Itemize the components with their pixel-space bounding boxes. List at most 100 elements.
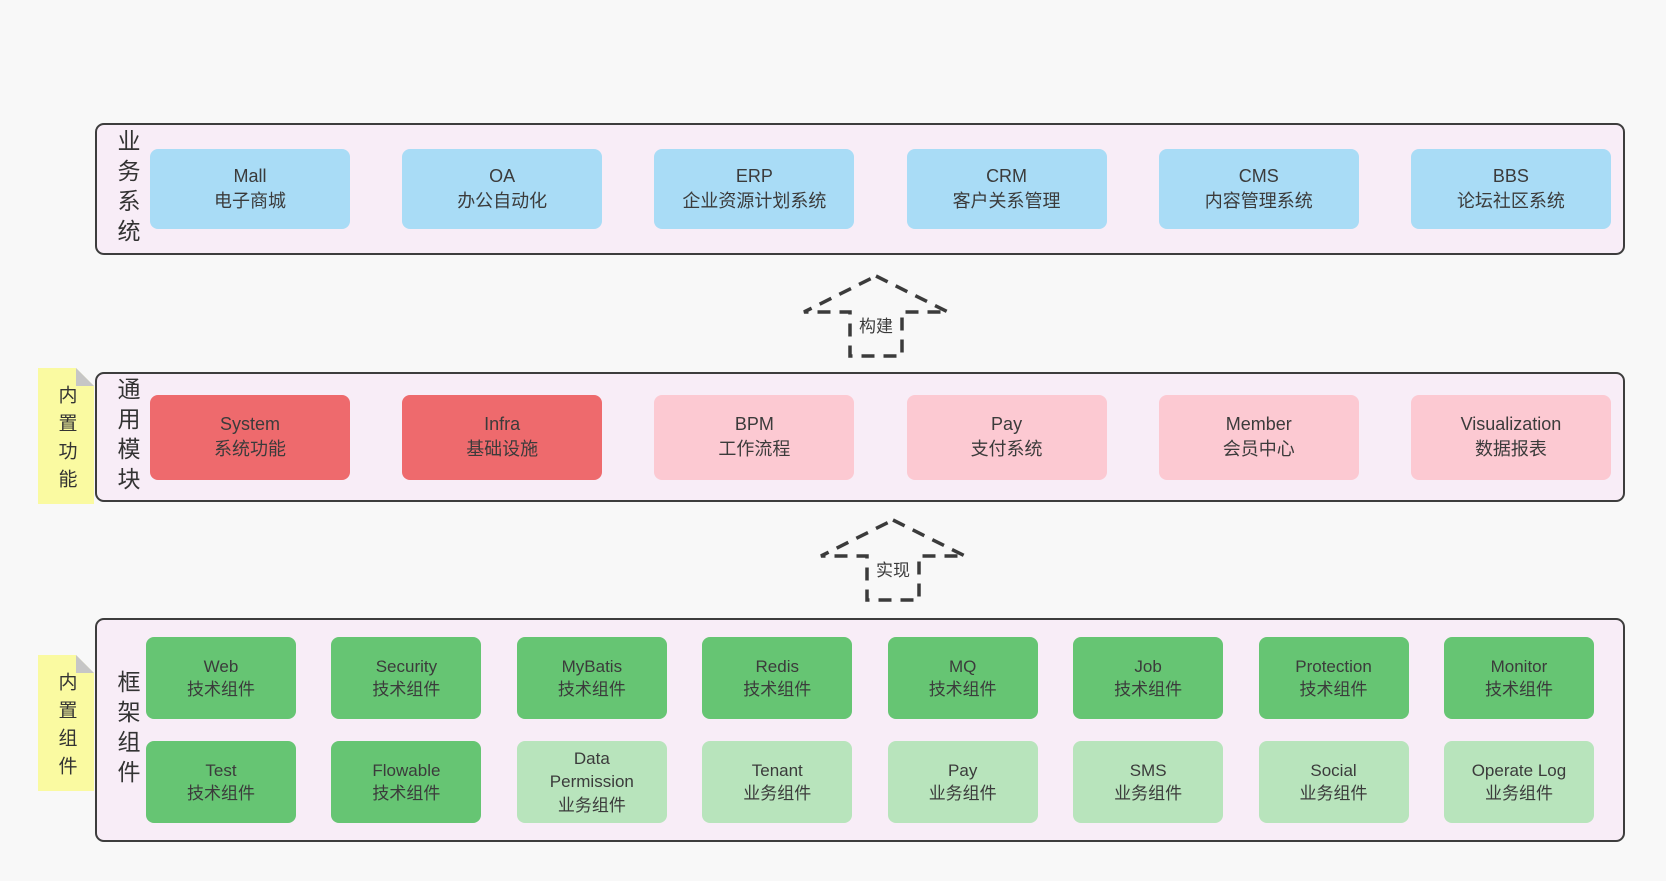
builtin-features-sticky: 内置功能 bbox=[38, 368, 94, 504]
box-crm: CRM 客户关系管理 bbox=[906, 149, 1107, 229]
box-name: CMS bbox=[1238, 166, 1279, 187]
band-label-modules: 通用模块 bbox=[114, 377, 140, 497]
box-name: Monitor bbox=[1490, 656, 1548, 676]
box-name: System bbox=[219, 414, 280, 435]
box-operate-log: Operate Log 业务组件 bbox=[1443, 741, 1594, 823]
box-mq: MQ 技术组件 bbox=[887, 637, 1038, 719]
box-desc: 业务组件 bbox=[928, 784, 997, 803]
band-label-components: 框架组件 bbox=[114, 670, 140, 790]
box-desc: 技术组件 bbox=[743, 680, 812, 699]
box-cms: CMS 内容管理系统 bbox=[1158, 149, 1359, 229]
box-infra: Infra 基础设施 bbox=[402, 394, 603, 480]
box-test: Test 技术组件 bbox=[146, 741, 296, 823]
dashed-up-arrow-icon bbox=[820, 518, 966, 602]
box-desc: 工作流程 bbox=[718, 439, 791, 459]
box-name: BBS bbox=[1492, 166, 1529, 187]
box-flowable: Flowable 技术组件 bbox=[331, 741, 482, 823]
box-name: Social bbox=[1310, 760, 1357, 780]
sticky-label: 内置功能 bbox=[55, 385, 77, 497]
box-name: Test bbox=[205, 760, 237, 780]
box-name: Tenant bbox=[751, 760, 803, 780]
box-visualization: Visualization 数据报表 bbox=[1410, 394, 1611, 480]
box-desc: 内容管理系统 bbox=[1204, 191, 1313, 211]
box-mybatis: MyBatis 技术组件 bbox=[516, 637, 667, 719]
box-name: Member bbox=[1225, 414, 1292, 435]
implement-arrow: 实现 bbox=[818, 518, 968, 602]
box-sms: SMS 业务组件 bbox=[1073, 741, 1224, 823]
box-name: Protection bbox=[1295, 656, 1372, 676]
box-name: Operate Log bbox=[1471, 760, 1567, 780]
components-row-2: Test 技术组件 Flowable 技术组件 Data Permission … bbox=[138, 741, 1623, 823]
box-pay-module: Pay 支付系统 bbox=[906, 394, 1107, 480]
box-system: System 系统功能 bbox=[150, 394, 350, 480]
box-desc: 会员中心 bbox=[1222, 439, 1295, 459]
box-name: Flowable bbox=[372, 760, 441, 780]
box-name: BPM bbox=[734, 414, 774, 435]
box-name: Security bbox=[375, 656, 438, 676]
sticky-label: 内置组件 bbox=[55, 672, 77, 784]
box-oa: OA 办公自动化 bbox=[402, 149, 603, 229]
box-tenant: Tenant 业务组件 bbox=[702, 741, 853, 823]
box-name: Job bbox=[1134, 656, 1162, 676]
box-name: Data Permission bbox=[549, 748, 634, 792]
box-member: Member 会员中心 bbox=[1158, 394, 1359, 480]
box-desc: 技术组件 bbox=[372, 784, 441, 803]
box-job: Job 技术组件 bbox=[1073, 637, 1224, 719]
box-protection: Protection 技术组件 bbox=[1258, 637, 1409, 719]
box-name: MQ bbox=[948, 656, 977, 676]
box-social: Social 业务组件 bbox=[1258, 741, 1409, 823]
box-name: MyBatis bbox=[561, 656, 623, 676]
box-name: Web bbox=[203, 656, 239, 676]
box-name: Visualization bbox=[1460, 414, 1562, 435]
box-desc: 业务组件 bbox=[557, 795, 626, 815]
box-desc: 办公自动化 bbox=[457, 191, 548, 211]
box-desc: 业务组件 bbox=[743, 784, 812, 803]
components-row-1: Web 技术组件 Security 技术组件 MyBatis 技术组件 Redi… bbox=[138, 637, 1623, 719]
dashed-up-arrow-icon bbox=[803, 274, 949, 358]
box-desc: 技术组件 bbox=[187, 784, 255, 803]
box-desc: 支付系统 bbox=[970, 439, 1043, 459]
box-bbs: BBS 论坛社区系统 bbox=[1410, 149, 1611, 229]
box-desc: 技术组件 bbox=[1484, 680, 1553, 699]
box-security: Security 技术组件 bbox=[331, 637, 482, 719]
box-name: ERP bbox=[735, 166, 773, 187]
box-name: Mall bbox=[233, 166, 267, 187]
box-name: Infra bbox=[484, 414, 521, 435]
box-desc: 技术组件 bbox=[372, 680, 441, 699]
box-desc: 业务组件 bbox=[1484, 784, 1553, 803]
box-name: Redis bbox=[755, 656, 799, 676]
business-boxes-row: Mall 电子商城 OA 办公自动化 ERP 企业资源计划系统 CRM 客户关系… bbox=[138, 125, 1623, 253]
box-name: Pay bbox=[991, 414, 1023, 435]
box-desc: 技术组件 bbox=[187, 680, 255, 699]
build-arrow-label: 构建 bbox=[856, 312, 896, 337]
box-data-permission: Data Permission 业务组件 bbox=[516, 741, 667, 823]
box-desc: 电子商城 bbox=[214, 191, 286, 211]
builtin-components-sticky: 内置组件 bbox=[38, 655, 94, 791]
box-pay-component: Pay 业务组件 bbox=[887, 741, 1038, 823]
band-label-business: 业务系统 bbox=[114, 129, 140, 249]
framework-components-band: 框架组件 Web 技术组件 Security 技术组件 MyBatis 技术组件… bbox=[95, 618, 1625, 842]
box-desc: 业务组件 bbox=[1299, 784, 1368, 803]
sticky-note-icon bbox=[38, 655, 94, 791]
box-desc: 企业资源计划系统 bbox=[682, 191, 827, 211]
box-desc: 数据报表 bbox=[1474, 439, 1547, 459]
box-desc: 基础设施 bbox=[466, 439, 539, 459]
box-desc: 技术组件 bbox=[1299, 680, 1368, 699]
box-erp: ERP 企业资源计划系统 bbox=[654, 149, 855, 229]
box-desc: 客户关系管理 bbox=[952, 191, 1061, 211]
box-name: CRM bbox=[986, 166, 1028, 187]
components-rows: Web 技术组件 Security 技术组件 MyBatis 技术组件 Redi… bbox=[138, 620, 1623, 840]
box-web: Web 技术组件 bbox=[146, 637, 296, 719]
common-modules-band: 通用模块 System 系统功能 Infra 基础设施 BPM 工作流程 Pay… bbox=[95, 372, 1625, 502]
box-desc: 技术组件 bbox=[557, 680, 626, 699]
box-bpm: BPM 工作流程 bbox=[654, 394, 855, 480]
box-monitor: Monitor 技术组件 bbox=[1443, 637, 1594, 719]
modules-boxes-row: System 系统功能 Infra 基础设施 BPM 工作流程 Pay 支付系统… bbox=[138, 374, 1623, 500]
box-redis: Redis 技术组件 bbox=[702, 637, 853, 719]
box-desc: 系统功能 bbox=[214, 439, 286, 459]
implement-arrow-label: 实现 bbox=[873, 556, 913, 581]
box-name: Pay bbox=[948, 760, 978, 780]
box-name: OA bbox=[489, 166, 516, 187]
business-systems-band: 业务系统 Mall 电子商城 OA 办公自动化 ERP 企业资源计划系统 CRM… bbox=[95, 123, 1625, 255]
